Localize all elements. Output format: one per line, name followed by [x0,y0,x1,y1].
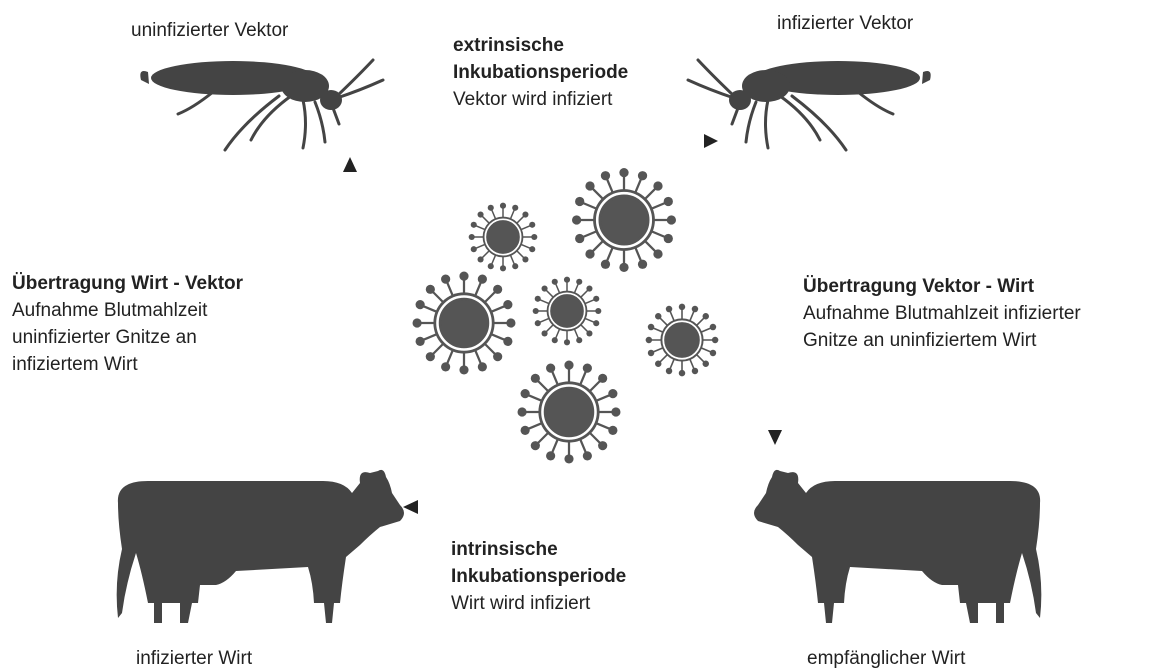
virus-icon [517,360,620,463]
intrinsic-title-line1: intrinsische [451,536,626,563]
arrow-right [768,150,782,445]
extrinsic-description: Vektor wird infiziert [453,86,628,113]
extrinsic-incubation-text: extrinsische Inkubationsperiode Vektor w… [453,32,628,113]
virus-icon [572,168,676,272]
arrow-top [412,134,718,148]
cow-icon-susceptible [754,470,1041,623]
virus-icon [533,277,602,346]
virus-icon [412,271,515,374]
label-infected-vector: infizierter Vektor [777,11,913,37]
arrow-bottom [403,500,715,514]
intrinsic-incubation-text: intrinsische Inkubationsperiode Wirt wir… [451,536,626,617]
virus-icon [646,304,719,377]
virus-icon [469,203,538,272]
midge-icon-uninfected [140,60,383,150]
vector-to-host-line: Aufnahme Blutmahlzeit infizierter [803,300,1081,327]
vector-to-host-line: Gnitze an uninfiziertem Wirt [803,327,1081,354]
intrinsic-title-line2: Inkubationsperiode [451,563,626,590]
label-infected-host: infizierter Wirt [136,646,252,672]
vector-to-host-text: Übertragung Vektor - Wirt Aufnahme Blutm… [803,273,1081,354]
host-to-vector-line: infiziertem Wirt [12,351,243,378]
label-susceptible-host: empfänglicher Wirt [807,646,965,672]
host-to-vector-text: Übertragung Wirt - Vektor Aufnahme Blutm… [12,270,243,378]
label-uninfected-vector: uninfizierter Vektor [131,18,288,44]
midge-icon-infected [688,60,931,150]
host-to-vector-line: uninfizierter Gnitze an [12,324,243,351]
intrinsic-description: Wirt wird infiziert [451,590,626,617]
host-to-vector-line: Aufnahme Blutmahlzeit [12,297,243,324]
vector-to-host-title: Übertragung Vektor - Wirt [803,273,1081,300]
cow-icon-infected [117,470,404,623]
arrow-left [343,157,357,452]
host-to-vector-title: Übertragung Wirt - Vektor [12,270,243,297]
extrinsic-title-line2: Inkubationsperiode [453,59,628,86]
extrinsic-title-line1: extrinsische [453,32,628,59]
